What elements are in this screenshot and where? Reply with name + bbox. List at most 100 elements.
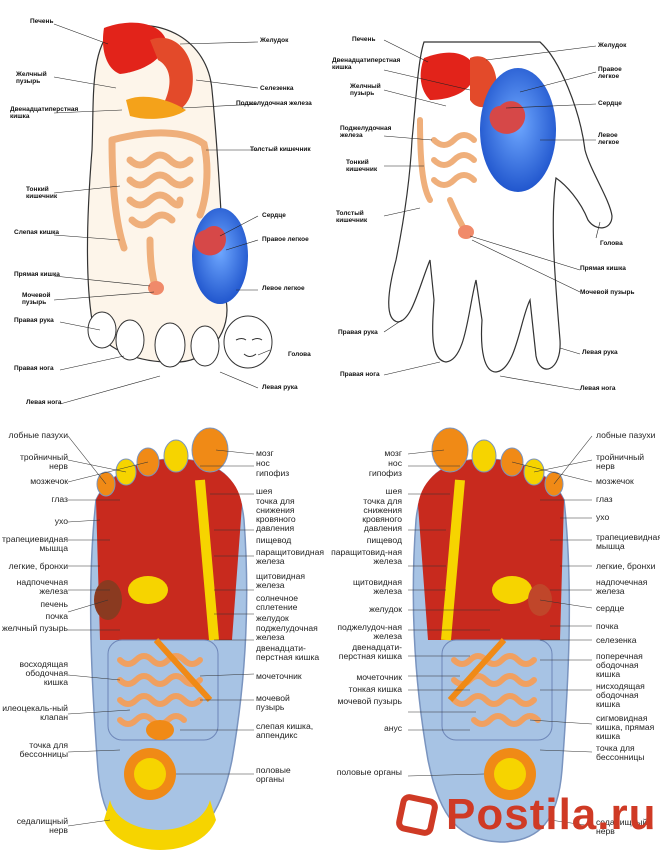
label-c-pischevod-r: пищевод [366, 535, 402, 545]
bottom-left-sole [67, 427, 255, 850]
label-c-mochevoy-l: мочевой пузырь [256, 693, 290, 713]
label-tl-pravaya-ruka: Правая рука [14, 317, 54, 324]
pancreas-shape [126, 96, 186, 119]
label-tl-slepaya: Слепая кишка [14, 229, 60, 236]
label-bl-voskhodyaschaya: восходящая ободочная кишка [19, 659, 68, 688]
label-tl-levoe-legkoe: Левое легкое [262, 285, 305, 292]
label-bl-pechen: печень [40, 599, 68, 609]
label-br-selezenka: селезенка [596, 635, 637, 645]
label-br-pochka: почка [596, 621, 619, 631]
label-c-podzheludochnaya-r: поджелудоч-ная железа [337, 622, 402, 642]
label-tr-serdtse: Сердце [598, 100, 622, 107]
label-tr-levaya-noga: Левая нога [580, 385, 616, 392]
face-shape [235, 338, 263, 357]
top-left-foot [53, 22, 273, 405]
label-tr-pechen: Печень [352, 36, 376, 43]
label-bl-zhelchny: желчный пузырь [2, 623, 68, 633]
label-tl-podzheludochnaya: Поджелудочная железа [236, 100, 312, 107]
label-tl-zheludok: Желудок [260, 37, 289, 44]
label-br-lobnye: лобные пазухи [596, 430, 656, 440]
label-c-mochetochnik-r: мочеточник [356, 672, 402, 682]
leader-lines-bottom-right [407, 435, 593, 827]
label-c-schitovidnaya-r: щитовидная железа [352, 577, 402, 597]
label-tl-tolsty: Толстый кишечник [250, 146, 311, 153]
bladder-shape-hand [458, 225, 474, 239]
stomach-shape [150, 37, 193, 114]
label-br-bessonnitsa: точка для бессонницы [596, 743, 645, 763]
label-bl-trapetsievidnaya: трапециевидная мышца [2, 534, 68, 554]
label-br-sedalischny: седалищный нерв [596, 817, 648, 837]
label-c-polovye-l: половые органы [256, 765, 291, 785]
label-c-mochetochnik-l: мочеточник [256, 671, 302, 681]
label-br-nadpochechnaya: надпочечная железа [596, 577, 648, 597]
label-bl-glaz: глаз [51, 494, 68, 504]
label-br-ukho: ухо [596, 512, 610, 522]
heart-shape [194, 225, 226, 256]
label-tl-dvenadtsat: Двенадцатиперстная кишка [10, 106, 79, 120]
label-tr-pravaya-ruka: Правая рука [338, 329, 378, 336]
bladder-shape [148, 281, 164, 295]
toes-bottom-right [431, 427, 564, 497]
label-c-nos-r: нос [388, 458, 402, 468]
label-br-troynichny: тройничный нерв [596, 452, 645, 472]
label-tl-golova: Голова [288, 351, 311, 358]
heart-shape-hand [489, 101, 526, 134]
label-c-slepaya-l: слепая кишка, аппендикс [256, 721, 314, 741]
label-tr-tonkiy: Тонкий кишечник [346, 159, 378, 173]
liver-shape [102, 22, 166, 74]
label-tr-zhelchny: Желчный пузырь [350, 83, 381, 97]
label-tr-pryamaya: Прямая кишка [580, 265, 626, 272]
postila-logo-icon [396, 794, 438, 836]
label-c-anus-r: анус [383, 723, 402, 733]
label-c-gipofiz-r: гипофиз [368, 468, 402, 478]
label-tl-serdtse: Сердце [262, 212, 286, 219]
label-tr-levoe-legkoe: Левое легкое [598, 132, 620, 146]
label-tl-pravoe-legkoe: Правое легкое [262, 236, 309, 243]
label-tl-pechen: Печень [30, 18, 54, 25]
label-bl-pochka: почка [45, 611, 68, 621]
label-tr-pravaya-noga: Правая нога [340, 371, 380, 378]
label-tl-pryamaya: Прямая кишка [14, 271, 60, 278]
label-bl-legkie: легкие, бронхи [8, 561, 68, 571]
label-c-polovye-r: половые органы [336, 767, 402, 777]
leader-lines-top-right [383, 39, 601, 391]
label-tl-tonkiy: Тонкий кишечник [26, 186, 58, 200]
label-br-poperechnaya: поперечная ободочная кишка [596, 651, 643, 680]
label-c-dvenadtsat-r: двенадцати-перстная кишка [338, 642, 402, 662]
label-br-serdtse: сердце [596, 603, 625, 613]
label-br-glaz: глаз [596, 494, 613, 504]
label-tr-levaya-ruka: Левая рука [582, 349, 618, 356]
label-c-zheludok-r: желудок [369, 604, 402, 614]
label-br-mozzhechok: мозжечок [596, 476, 634, 486]
label-c-pischevod: пищевод [256, 535, 292, 545]
label-c-mozg: мозг [256, 448, 274, 458]
label-c-podzheludochnaya-l: поджелудочная железа [256, 623, 318, 643]
label-br-legkie: легкие, бронхи [596, 561, 656, 571]
label-tr-dvenadtsat: Двенадцатиперстная кишка [332, 57, 401, 71]
label-tr-pravoe-legkoe: Правое легкое [598, 66, 622, 80]
lung-shape [192, 208, 248, 304]
leader-lines-bottom-left [67, 435, 255, 827]
label-c-zheludok-l: желудок [256, 613, 289, 623]
colon-shape-left [117, 653, 203, 727]
top-right-hand [383, 39, 613, 391]
label-bl-mozzhechok: мозжечок [30, 476, 68, 486]
label-bl-ileotsekalny: илеоцекаль-ный клапан [2, 703, 68, 723]
label-c-nos: нос [256, 458, 270, 468]
label-tl-zhelchny: Желчный пузырь [16, 71, 47, 85]
label-c-sheya: шея [256, 486, 273, 496]
label-tl-mochevoy: Мочевой пузырь [22, 292, 51, 306]
lung-shape-hand [480, 68, 556, 192]
label-c-tonkaya-r: тонкая кишка [348, 684, 402, 694]
label-c-mozg-r: мозг [384, 448, 402, 458]
watermark-text: Postila.ru [446, 790, 657, 839]
label-tr-mochevoy: Мочевой пузырь [580, 289, 635, 296]
label-bl-nadpochechnaya: надпочечная железа [16, 577, 68, 597]
label-bl-ukho: ухо [54, 516, 68, 526]
label-c-gipofiz: гипофиз [256, 468, 290, 478]
label-c-davlenie: точка для снижения кровяного давления [256, 496, 296, 534]
label-br-sigmovidnaya: сигмовидная кишка, прямая кишка [596, 713, 655, 742]
label-c-paraschitovidnaya-r: паращитовид-ная железа [331, 547, 402, 567]
label-c-davlenie-r: точка для снижения кровяного давления [362, 496, 402, 534]
